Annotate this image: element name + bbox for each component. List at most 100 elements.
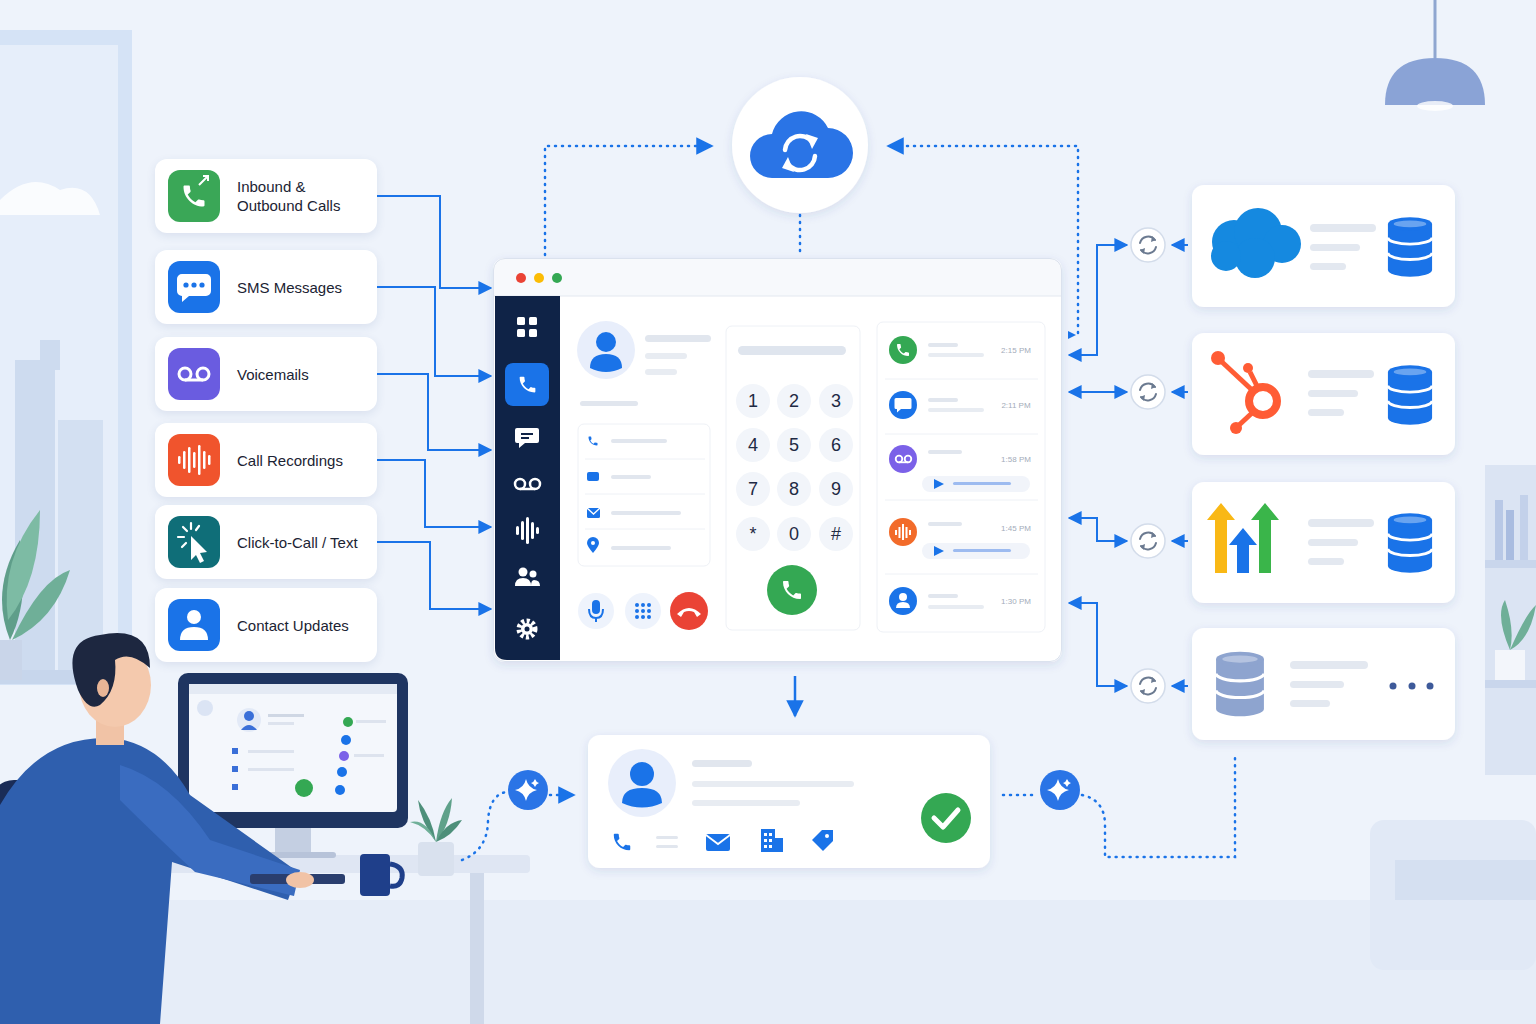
app-sidebar-part	[525, 627, 530, 632]
activity-panel-part	[934, 479, 944, 489]
cloud-dotted-links-part	[799, 215, 802, 253]
key-label: 8	[777, 472, 811, 506]
time-stamp: 1:45 PM	[996, 524, 1036, 534]
activity-panel-part-part	[899, 527, 901, 538]
hubspot-logo-part	[1211, 351, 1225, 365]
keypad-key: 5	[777, 428, 811, 462]
voicemail-icon-part	[185, 379, 203, 382]
sync-links	[1069, 245, 1188, 686]
app-window	[493, 258, 1062, 662]
contact-card-part	[588, 735, 990, 868]
sync-links-part	[1172, 685, 1188, 687]
crm-boxes-part	[1192, 333, 1455, 455]
cloud-sync-part	[732, 77, 868, 213]
key-label: *	[736, 517, 770, 551]
ceiling-lamp-part	[1434, 0, 1437, 58]
crm-boxes-part	[1192, 482, 1455, 603]
calls-icon-part	[199, 176, 208, 185]
contact-card-part	[692, 800, 800, 806]
cloud-dotted-links-part	[545, 146, 712, 255]
voicemail-icon	[168, 348, 220, 400]
placeholder-lines-part	[1308, 390, 1358, 397]
contact-icon-part	[180, 627, 208, 640]
shelf-right-part	[1520, 495, 1528, 560]
keypad-panel-part	[783, 581, 801, 599]
app-sidebar-part	[536, 527, 539, 534]
contact-card-part	[622, 788, 662, 808]
activity-panel-part	[899, 593, 907, 601]
sync-links-part	[1172, 244, 1188, 246]
salesforce-logo-part	[1235, 238, 1275, 278]
box-label: Contact Updates	[237, 616, 407, 635]
keypad-key: 2	[777, 384, 811, 418]
contact-icon-part	[187, 610, 201, 624]
contact-panel-part	[670, 592, 708, 630]
sync-links-part	[1069, 603, 1127, 686]
activity-panel-part	[889, 587, 917, 615]
contact-panel-part	[611, 475, 651, 479]
activity-panel-part	[934, 546, 944, 556]
recording-icon-part	[203, 451, 206, 469]
contact-card	[588, 735, 990, 868]
activity-panel-part	[928, 408, 984, 412]
gohighlevel-logo	[1207, 503, 1279, 573]
connector-arrow	[377, 287, 491, 376]
app-sidebar-part	[526, 517, 529, 544]
placeholder-lines-part	[1310, 224, 1376, 232]
app-sidebar-part	[517, 317, 525, 325]
crm-boxes-part	[1192, 185, 1455, 307]
contact-panel-part	[611, 546, 671, 550]
placeholder-lines-part	[1290, 661, 1368, 669]
connector-arrow	[377, 196, 491, 288]
activity-panel-part	[928, 594, 958, 598]
database-icons-part	[1388, 217, 1432, 277]
connector-arrow	[377, 542, 491, 609]
app-sidebar-part	[531, 580, 540, 586]
key-label: 4	[736, 428, 770, 462]
contact-panel-part-part	[635, 609, 639, 613]
activity-panel-part-part	[895, 530, 897, 535]
contact-card-part	[764, 833, 772, 848]
activity-panel-part	[885, 500, 1038, 501]
key-label: 7	[736, 472, 770, 506]
key-label: 0	[777, 517, 811, 551]
crm-boxes-part	[1192, 628, 1455, 740]
contact-panel-part	[587, 537, 599, 553]
contact-card-part-part	[764, 845, 767, 848]
box-label: Inbound & Outbound Calls	[237, 177, 349, 215]
box-label: Call Recordings	[237, 451, 407, 470]
contact-panel-part-part	[635, 603, 639, 607]
shelf-right-part	[1485, 465, 1536, 775]
contact-card-part	[934, 810, 958, 827]
contact-panel-part	[578, 424, 710, 566]
database-icons-part	[1216, 652, 1264, 716]
cloud-dotted-links	[545, 146, 1078, 333]
contact-card-part	[614, 834, 631, 851]
contact-panel-part	[577, 321, 635, 379]
app-sidebar-part	[530, 479, 540, 489]
contact-panel-part	[677, 608, 701, 617]
monitor-part	[295, 779, 313, 797]
monitor-part	[339, 751, 349, 761]
source-box: Call Recordings	[155, 423, 377, 497]
monitor-part	[356, 720, 386, 723]
contact-card-part	[608, 749, 676, 817]
app-sidebar-part	[515, 479, 525, 489]
hubspot-logo-part	[1230, 422, 1242, 434]
app-chrome-part	[534, 273, 544, 283]
sms-icon-part	[191, 282, 196, 287]
recording-icon-part	[193, 452, 196, 468]
source-box: SMS Messages	[155, 250, 377, 324]
shelf-right-part	[1370, 820, 1536, 970]
app-sidebar-part	[516, 526, 519, 535]
app-chrome-part	[493, 296, 1062, 297]
voicemail-icon-part	[179, 368, 191, 380]
mug-and-plant-part	[410, 821, 436, 842]
sync-badges-part	[1131, 669, 1165, 703]
contact-panel-part-part	[647, 609, 651, 613]
sync-links-part	[1172, 540, 1188, 542]
activity-panel-part	[889, 518, 917, 546]
contact-panel-part	[645, 369, 677, 375]
activity-panel-part	[889, 336, 917, 364]
cloud-dotted-links-part	[888, 146, 1078, 333]
